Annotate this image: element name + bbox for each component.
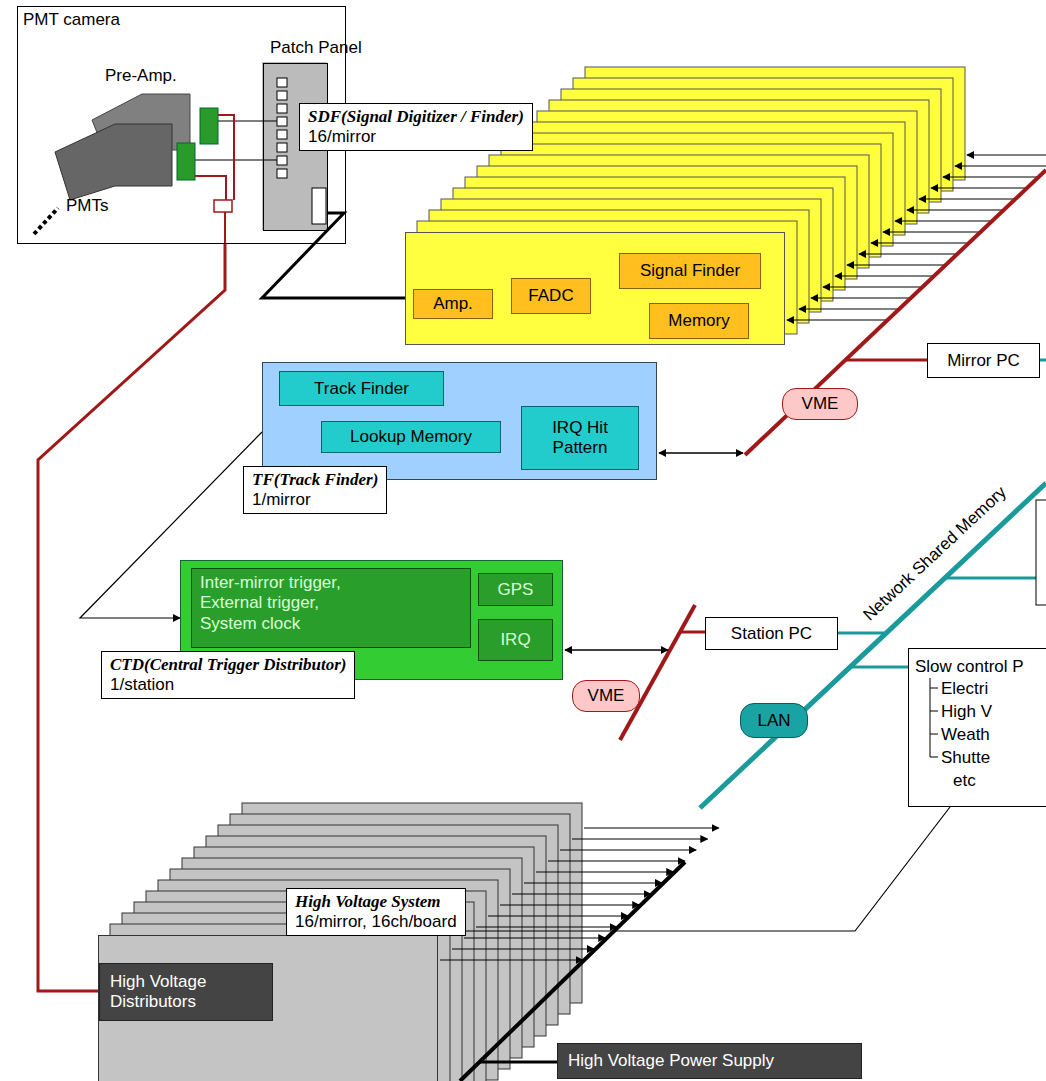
node-text: Track Finder <box>314 379 409 399</box>
part-label: PMTs <box>66 196 109 216</box>
node-text: High V <box>941 702 992 722</box>
node-text: Station PC <box>731 624 812 644</box>
node-text: 16/mirror <box>308 127 524 147</box>
irq-box: IRQ Hit Pattern <box>521 406 639 470</box>
board-stacks <box>110 67 1046 1081</box>
pc-box: Station PC <box>705 617 838 650</box>
node-text: Inter-mirror trigger, External trigger, … <box>200 573 380 634</box>
node-text: Memory <box>668 311 729 331</box>
node-text: Signal Finder <box>640 261 740 281</box>
lan-pill: LAN <box>740 703 808 738</box>
node-text: Lookup Memory <box>350 427 472 447</box>
node-text: High Voltage Power Supply <box>568 1051 774 1071</box>
label-box: SDF(Signal Digitizer / Finder)16/mirror <box>299 103 533 151</box>
node-text: IRQ <box>500 630 530 650</box>
lookup-memory-box: Lookup Memory <box>321 421 501 453</box>
trigger-box: Inter-mirror trigger, External trigger, … <box>191 568 471 648</box>
board-title: CTD(Central Trigger Distributor) <box>110 655 346 675</box>
node-text: 1/mirror <box>252 490 378 510</box>
node-text: LAN <box>757 711 790 731</box>
fadc-box: FADC <box>511 278 591 314</box>
node-text: FADC <box>528 286 573 306</box>
board-title: High Voltage System <box>295 892 457 912</box>
ctd-board: CTD(Central Trigger Distributor)1/statio… <box>180 560 563 680</box>
node-text: Shutte <box>941 748 990 768</box>
irq-box: IRQ <box>478 619 553 661</box>
bus-pill: VME <box>572 680 640 712</box>
connector <box>262 213 405 298</box>
node-text: Mirror PC <box>947 351 1020 371</box>
power-supply-box: High Voltage Power Supply <box>557 1043 862 1079</box>
sdf-board: SDF(Signal Digitizer / Finder)16/mirrorA… <box>405 232 785 345</box>
tf-board: TF(Track Finder)1/mirrorTrack FinderLook… <box>262 362 657 480</box>
board-title: TF(Track Finder) <box>252 470 378 490</box>
slow-control-box: Slow control PElectriHigh V WeathShutte et… <box>908 648 1046 807</box>
node-text: Patch Panel <box>270 38 362 58</box>
pmt-illustration <box>34 62 327 244</box>
node-text: High Voltage Distributors <box>110 972 262 1012</box>
pc-box: Mirror PC <box>927 343 1040 378</box>
track-finder-box: Track Finder <box>279 371 444 406</box>
node-text: 1/station <box>110 675 346 695</box>
node-text: GPS <box>498 580 534 600</box>
memory-box: Memory <box>649 303 749 339</box>
label-box: CTD(Central Trigger Distributor)1/statio… <box>101 651 355 699</box>
part-label: Pre-Amp. <box>105 66 177 86</box>
bus-pill: VME <box>782 388 858 420</box>
node-text: PMT camera <box>23 10 120 30</box>
node-text: 16/mirror, 16ch/board <box>295 912 457 932</box>
bus-label: Network Shared Memory <box>858 481 1012 627</box>
node-text: Electri <box>941 679 988 699</box>
board-title: SDF(Signal Digitizer / Finder) <box>308 107 524 127</box>
hv-distributor-box: High Voltage Distributors <box>99 963 273 1021</box>
label-box: TF(Track Finder)1/mirror <box>243 466 387 514</box>
node-text: IRQ Hit Pattern <box>528 418 632 458</box>
node-text: etc <box>953 771 976 791</box>
node-text: Amp. <box>433 294 473 314</box>
gps-box: GPS <box>478 573 553 606</box>
node-text: VME <box>588 686 625 706</box>
hv-board: High Voltage System16/mirror, 16ch/board… <box>98 935 438 1081</box>
node-text: Slow control P <box>915 657 1024 677</box>
signal-finder-box: Signal Finder <box>619 253 761 289</box>
node-text: Weath <box>941 725 990 745</box>
label-box: High Voltage System16/mirror, 16ch/board <box>286 888 466 936</box>
connector <box>466 807 950 931</box>
amp-box: Amp. <box>413 289 493 319</box>
node-text: VME <box>802 394 839 414</box>
